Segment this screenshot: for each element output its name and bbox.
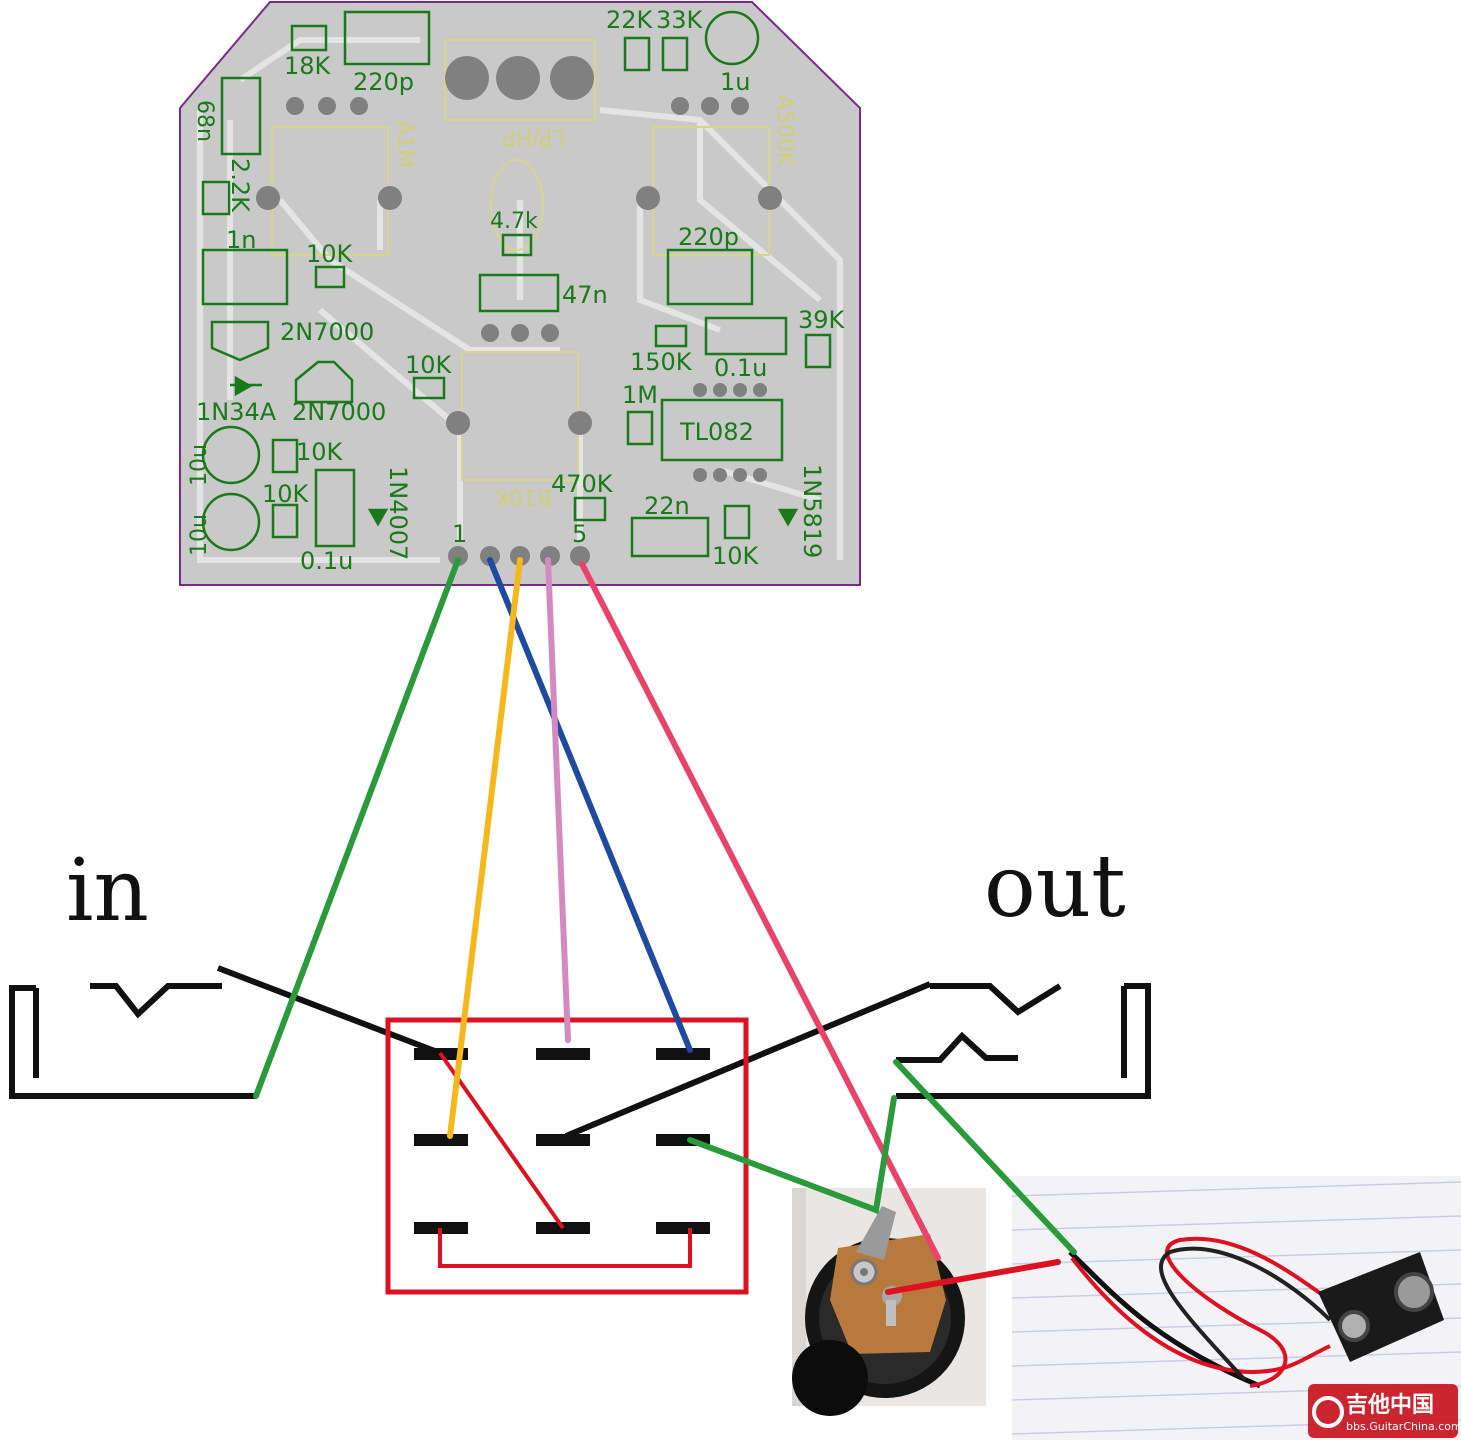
pcb-components bbox=[201, 10, 832, 558]
output-jack bbox=[564, 981, 1151, 1139]
wire-pad4-pink bbox=[545, 557, 571, 1043]
input-jack-wire bbox=[216, 965, 442, 1056]
r10k-b-label: 10K bbox=[405, 351, 453, 379]
output-jack-label: out bbox=[984, 837, 1126, 937]
footswitch-3pdt bbox=[385, 1017, 749, 1295]
d1n34a-label: 1N34A bbox=[196, 398, 277, 426]
d1n4007-label: 1N4007 bbox=[384, 466, 412, 560]
guitar-logo-icon bbox=[1312, 1396, 1344, 1428]
wire-jack-to-battery-green bbox=[893, 1059, 1077, 1255]
c0-1u-b-label: 0.1u bbox=[300, 547, 353, 575]
pot-b10k-label: B10K bbox=[494, 484, 552, 509]
q2n7000-a-label: 2N7000 bbox=[280, 318, 374, 346]
c220p-mid-label: 220p bbox=[678, 223, 739, 251]
c47n-label: 47n bbox=[562, 281, 608, 309]
r10k-c-label: 10K bbox=[296, 438, 344, 466]
c10u-b-label: 10u bbox=[187, 514, 212, 556]
wire-dc-to-battery-red bbox=[885, 1259, 1061, 1295]
wire-pad1-green bbox=[253, 557, 461, 1099]
c1u-label: 1u bbox=[720, 68, 750, 96]
wire-pad2-blue bbox=[487, 557, 693, 1053]
d1n5819-label: 1N5819 bbox=[798, 464, 826, 558]
dc-jack-photo bbox=[792, 1188, 986, 1416]
watermark: 吉他中国 bbs.GuitarChina.com bbox=[1308, 1384, 1461, 1438]
wire-pad5-red bbox=[579, 561, 941, 1261]
r150k-label: 150K bbox=[630, 348, 693, 376]
r10k-a-label: 10K bbox=[306, 240, 354, 268]
r10k-d-label: 10K bbox=[262, 480, 310, 508]
c220p-top-label: 220p bbox=[353, 68, 414, 96]
pot-a1m-label: A1M bbox=[392, 120, 417, 168]
wire-pad3-yellow bbox=[447, 557, 523, 1139]
pcb-wires bbox=[253, 557, 1077, 1295]
footswitch-jumpers bbox=[438, 1051, 692, 1268]
c68n-label: 68n bbox=[192, 100, 217, 142]
watermark-url: bbs.GuitarChina.com bbox=[1346, 1420, 1461, 1433]
r4-7k-label: 4.7k bbox=[490, 209, 538, 234]
watermark-brand: 吉他中国 bbox=[1346, 1392, 1434, 1418]
wire-switch-to-dc-green bbox=[687, 1095, 897, 1215]
r1m-label: 1M bbox=[622, 381, 658, 409]
pad1-label: 1 bbox=[452, 520, 467, 548]
r22k-label: 22K bbox=[606, 6, 654, 34]
r18k-label: 18K bbox=[284, 52, 332, 80]
input-jack-label: in bbox=[66, 841, 149, 941]
pcb-pads bbox=[256, 56, 782, 566]
c10u-a-label: 10u bbox=[187, 444, 212, 486]
pot-a500k-label: A500K bbox=[772, 95, 797, 167]
switch-lphp-label: LP/HP bbox=[502, 124, 565, 149]
r33k-label: 33K bbox=[656, 6, 704, 34]
q2n7000-b-label: 2N7000 bbox=[292, 398, 386, 426]
r10k-e-label: 10K bbox=[712, 542, 760, 570]
pad5-label: 5 bbox=[572, 520, 587, 548]
r39k-label: 39K bbox=[798, 306, 846, 334]
c0-1u-a-label: 0.1u bbox=[714, 354, 767, 382]
c1n-label: 1n bbox=[226, 226, 256, 254]
ic-tl082-label: TL082 bbox=[679, 418, 754, 446]
r2-2k-label: 2.2K bbox=[226, 158, 254, 213]
r470k-label: 470K bbox=[551, 470, 614, 498]
c22n-label: 22n bbox=[644, 492, 690, 520]
pcb-board: A1M LP/HP A500K B10K 18K 220p 22K 33K 1u… bbox=[179, 1, 861, 586]
input-jack bbox=[9, 965, 442, 1099]
